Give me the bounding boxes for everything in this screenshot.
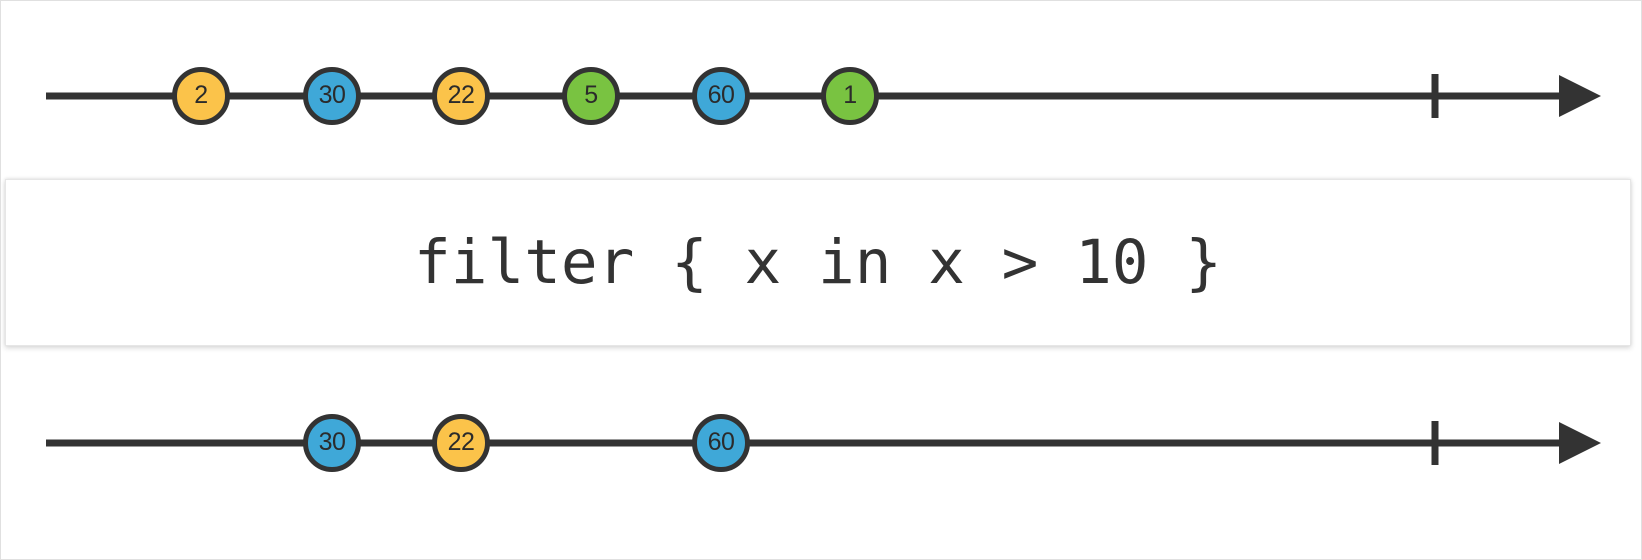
marble-22[interactable]: 22 bbox=[432, 414, 490, 472]
arrow-head-icon bbox=[1559, 75, 1601, 117]
marble-value-label: 30 bbox=[318, 428, 346, 456]
marble-30[interactable]: 30 bbox=[303, 414, 361, 472]
marble-value-label: 2 bbox=[194, 81, 208, 109]
marble-value-label: 22 bbox=[447, 428, 475, 456]
marble-value-label: 5 bbox=[584, 81, 598, 109]
marble-1[interactable]: 1 bbox=[821, 67, 879, 125]
marble-30[interactable]: 30 bbox=[303, 67, 361, 125]
marble-60[interactable]: 60 bbox=[692, 67, 750, 125]
output-stream-row: 30 22 60 bbox=[1, 363, 1641, 523]
marble-60[interactable]: 60 bbox=[692, 414, 750, 472]
output-timeline-axis bbox=[46, 421, 1601, 465]
marble-value-label: 60 bbox=[707, 428, 735, 456]
marble-2[interactable]: 2 bbox=[172, 67, 230, 125]
input-timeline-axis bbox=[46, 74, 1601, 118]
marble-value-label: 30 bbox=[318, 81, 346, 109]
filter-operator-panel[interactable]: filter { x in x > 10 } bbox=[5, 179, 1631, 346]
arrow-head-icon bbox=[1559, 422, 1601, 464]
marble-22[interactable]: 22 bbox=[432, 67, 490, 125]
operator-expression-label: filter { x in x > 10 } bbox=[414, 227, 1222, 298]
input-stream-row: 2 30 22 5 60 1 bbox=[1, 16, 1641, 176]
marble-value-label: 60 bbox=[707, 81, 735, 109]
marble-5[interactable]: 5 bbox=[562, 67, 620, 125]
marble-value-label: 1 bbox=[843, 81, 857, 109]
marble-value-label: 22 bbox=[447, 81, 475, 109]
